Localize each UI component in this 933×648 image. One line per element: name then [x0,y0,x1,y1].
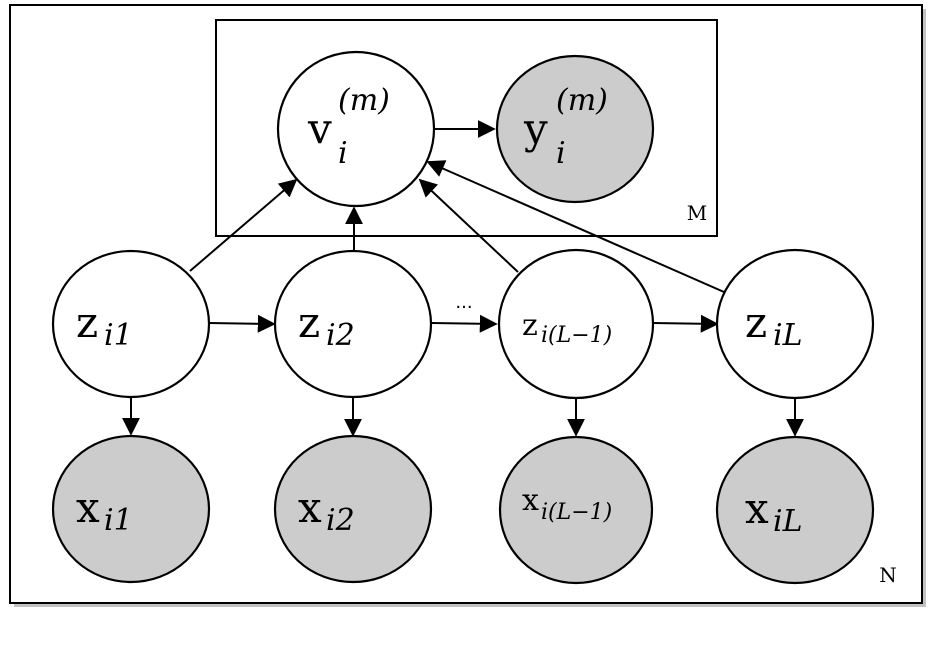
node-y-sub: i [556,136,566,171]
node-zL1-main: z [522,308,538,343]
node-v-sup: (m) [338,83,390,118]
edge-z1-z2 [208,314,276,333]
node-zL-sub: iL [773,318,803,353]
edge-zL-v [426,160,725,293]
node-xL1-main: x [522,483,539,518]
node-xL: x iL [715,435,875,585]
node-zL: z iL [715,248,875,400]
node-y: y i (m) [495,54,655,204]
inner-plate-M [215,19,718,237]
outer-plate-label: N [879,563,897,587]
node-xL-main: x [745,484,769,533]
node-z1-sub: i1 [104,318,133,353]
inner-plate-label: M [687,201,707,225]
node-y-main: y [523,104,548,153]
edge-zL1-v [418,178,519,273]
node-xL1-sub: i(L−1) [541,500,612,525]
node-z2-main: z [298,298,320,347]
node-v: v i (m) [276,50,436,208]
edge-z2-zL1 [431,314,498,333]
edge-z1-v [189,178,298,272]
node-x1: x i1 [51,434,211,584]
node-z1-main: z [76,298,98,347]
node-x2-sub: i2 [326,503,355,538]
node-xL1: x i(L−1) [498,435,654,585]
node-z2: z i2 [273,249,433,399]
edges [122,120,804,437]
node-zL1: z i(L−1) [497,248,655,400]
node-x2-main: x [298,483,322,532]
chain-ellipsis: ... [455,292,472,313]
edge-zL1-zL [652,314,719,333]
node-xL-sub: iL [773,504,803,539]
node-x1-main: x [76,483,100,532]
node-zL-main: z [745,298,767,347]
node-y-sup: (m) [556,83,608,118]
node-v-sub: i [338,136,348,171]
node-z2-sub: i2 [326,318,355,353]
node-z1: z i1 [51,249,211,399]
node-x2: x i2 [273,434,433,584]
node-x1-sub: i1 [104,503,133,538]
node-zL1-sub: i(L−1) [541,323,612,348]
node-v-main: v [307,104,332,153]
